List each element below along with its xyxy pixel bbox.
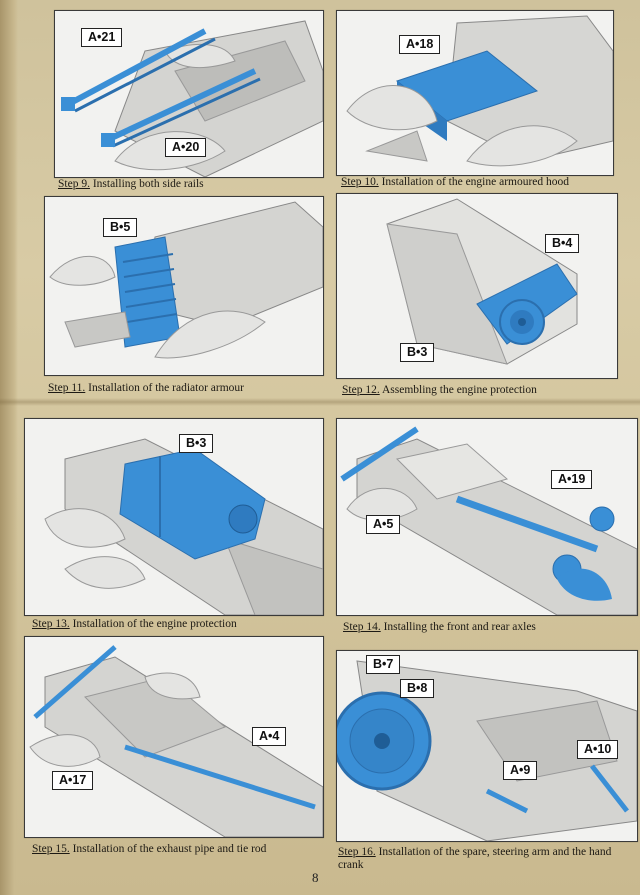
part-label: A•20: [165, 138, 206, 157]
step-number: Step 13.: [32, 618, 70, 630]
part-label: A•9: [503, 761, 537, 780]
part-label: A•21: [81, 28, 122, 47]
step-16-caption: Step 16. Installation of the spare, stee…: [338, 846, 638, 872]
part-label: A•19: [551, 470, 592, 489]
step-15-illustration: A•4 A•17: [24, 636, 324, 838]
part-label: A•17: [52, 771, 93, 790]
step-text: Installation of the exhaust pipe and tie…: [73, 843, 267, 855]
step-text: Installing the front and rear axles: [384, 621, 536, 633]
step-14-caption: Step 14. Installing the front and rear a…: [343, 621, 536, 633]
step-number: Step 11.: [48, 382, 85, 394]
binding-edge: [0, 0, 18, 895]
step-9-illustration: A•21 A•20: [54, 10, 324, 178]
step-text: Installation of the engine armoured hood: [382, 176, 569, 188]
step-12-caption: Step 12. Assembling the engine protectio…: [342, 384, 537, 396]
step-15-caption: Step 15. Installation of the exhaust pip…: [32, 843, 266, 855]
step-text: Installation of the radiator armour: [88, 382, 244, 394]
step-number: Step 15.: [32, 843, 70, 855]
step-14-illustration: A•19 A•5: [336, 418, 638, 616]
step-number: Step 12.: [342, 384, 380, 396]
part-label: A•4: [252, 727, 286, 746]
step-11-caption: Step 11. Installation of the radiator ar…: [48, 382, 244, 394]
part-label: B•3: [400, 343, 434, 362]
step-16-illustration: B•7 B•8 A•10 A•9: [336, 650, 638, 842]
part-label: A•10: [577, 740, 618, 759]
step-text: Installation of the spare, steering arm …: [338, 846, 611, 871]
part-label: B•4: [545, 234, 579, 253]
step-10-illustration: A•18: [336, 10, 614, 176]
part-label: B•7: [366, 655, 400, 674]
step-number: Step 14.: [343, 621, 381, 633]
step-text: Installing both side rails: [93, 178, 204, 190]
step-text: Assembling the engine protection: [382, 384, 537, 396]
page-fold: [0, 398, 640, 406]
step-text: Installation of the engine protection: [73, 618, 237, 630]
part-label: A•5: [366, 515, 400, 534]
part-label: B•3: [179, 434, 213, 453]
page-number: 8: [312, 870, 319, 886]
step-12-illustration: B•4 B•3: [336, 193, 618, 379]
step-13-caption: Step 13. Installation of the engine prot…: [32, 618, 237, 630]
step-11-illustration: B•5: [44, 196, 324, 376]
step-10-caption: Step 10. Installation of the engine armo…: [341, 176, 569, 188]
part-label: A•18: [399, 35, 440, 54]
step-13-illustration: B•3: [24, 418, 324, 616]
part-label: B•8: [400, 679, 434, 698]
part-label: B•5: [103, 218, 137, 237]
step-number: Step 10.: [341, 176, 379, 188]
step-number: Step 16.: [338, 846, 376, 858]
step-9-caption: Step 9. Installing both side rails: [58, 178, 204, 190]
step-number: Step 9.: [58, 178, 90, 190]
